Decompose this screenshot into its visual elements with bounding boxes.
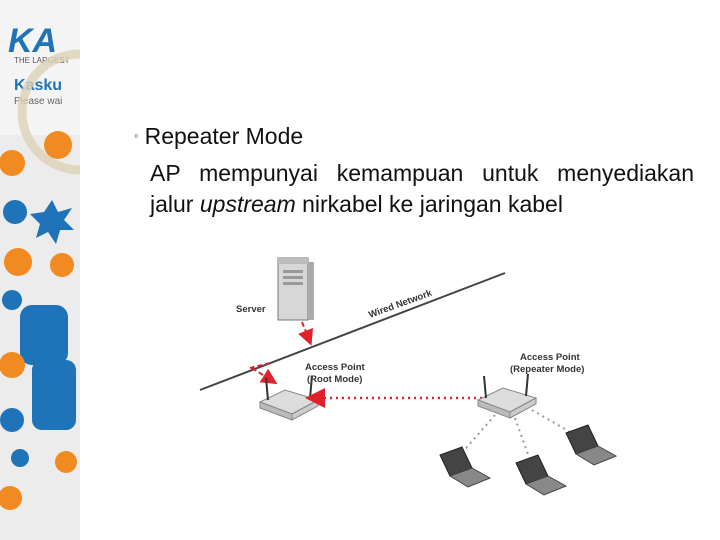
laptop-icon	[439, 446, 492, 488]
client-link-1	[459, 414, 496, 456]
repeater-access-point-icon	[476, 373, 538, 419]
root-ap-label-2: (Root Mode)	[307, 374, 362, 385]
para-text-2: nirkabel ke jaringan kabel	[295, 191, 563, 217]
kaskus-sidebar-banner: KA THE LARGEST Kasku Please wai	[0, 0, 80, 540]
client-link-2	[514, 417, 531, 461]
loading-text: Please wai	[14, 96, 62, 107]
para-text-1: AP mempunyai kemampuan untuk menyediakan…	[150, 160, 694, 217]
root-uplink	[251, 367, 278, 385]
logo-text: KA	[8, 22, 57, 60]
root-ap-label-1: Access Point	[305, 362, 365, 373]
heading-text: Repeater Mode	[144, 123, 304, 149]
client-link-3	[531, 409, 571, 433]
slide-heading: ◦ Repeater Mode	[134, 118, 694, 154]
server-label: Server	[236, 304, 266, 315]
slide-content: ◦ Repeater Mode AP mempunyai kemampuan u…	[134, 118, 694, 220]
laptop-icon	[515, 454, 568, 496]
server-link	[298, 321, 313, 346]
repeater-mode-diagram: Wired Network Server Access Point (Root …	[199, 257, 618, 496]
wired-network-line	[199, 272, 506, 391]
server-icon	[277, 257, 314, 321]
para-text-emphasis: upstream	[199, 191, 296, 217]
repeater-ap-label-2: (Repeater Mode)	[510, 364, 584, 375]
uplink-segment	[249, 362, 271, 369]
laptop-icon	[565, 424, 618, 466]
logo-tagline: THE LARGEST	[14, 56, 70, 65]
bullet-icon: ◦	[134, 128, 139, 143]
slide-paragraph: AP mempunyai kemampuan untuk menyediakan…	[150, 158, 694, 220]
kaskus-decoration: KA THE LARGEST Kasku Please wai	[0, 0, 80, 540]
repeater-ap-label-1: Access Point	[520, 352, 580, 363]
